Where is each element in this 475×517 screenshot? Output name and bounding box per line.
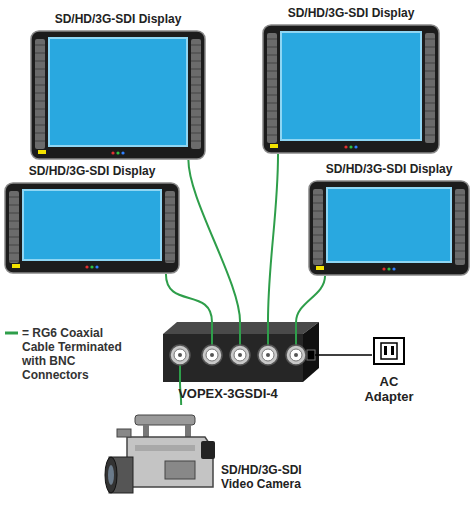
device-label: SD/HD/3G-SDI Display [242,6,460,20]
sdi-display: SD/HD/3G-SDI Display [262,24,440,154]
power-cable [319,354,372,356]
ac-adapter-art [372,336,406,366]
device-label: SD/HD/3G-SDI Display [0,164,200,178]
sdi-display: SD/HD/3G-SDI Display [30,30,206,160]
device-label: SD/HD/3G-SDI Display [288,162,475,176]
sdi-display: SD/HD/3G-SDI Display [4,182,180,274]
ac-adapter: AC Adapter [372,336,406,366]
distribution-amplifier: VOPEX-3GSDI-4 [163,322,319,382]
device-label: AC Adapter [358,374,420,404]
coax-cable [296,276,325,322]
coax-cable [268,154,278,322]
video-camera: SD/HD/3G-SDI Video Camera [105,405,217,505]
sdi-display-art [30,30,206,160]
device-label: SD/HD/3G-SDI Display [10,12,226,26]
sdi-display-art [262,24,440,154]
coax-cable [166,274,212,322]
sdi-display-art [308,180,470,276]
legend-sample [0,0,30,345]
distribution-amplifier-art [163,322,319,382]
device-label: SD/HD/3G-SDI Video Camera [221,463,321,491]
device-label: VOPEX-3GSDI-4 [153,387,303,401]
legend-text: = RG6 Coaxial Cable Terminated with BNC … [22,326,130,382]
sdi-display: SD/HD/3G-SDI Display [308,180,470,276]
video-camera-art [105,405,217,505]
coax-cable [188,160,240,322]
sdi-display-art [4,182,180,274]
